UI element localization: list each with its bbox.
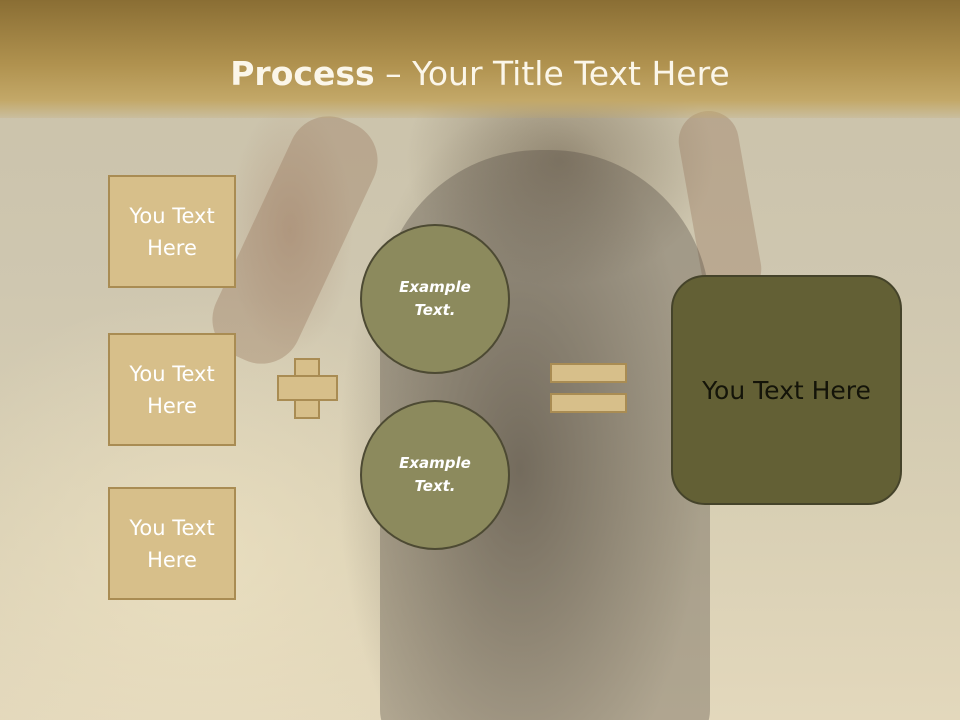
example-circle-1[interactable]: Example Text. — [360, 224, 510, 374]
input-box-1[interactable]: You Text Here — [108, 175, 236, 288]
input-box-2[interactable]: You Text Here — [108, 333, 236, 446]
result-box[interactable]: You Text Here — [671, 275, 902, 505]
input-box-label: You Text Here — [129, 361, 215, 418]
circle-label: Example Text. — [399, 278, 471, 319]
circle-label: Example Text. — [399, 454, 471, 495]
title-banner — [0, 0, 960, 118]
title-bold: Process — [230, 54, 375, 93]
input-box-label: You Text Here — [129, 515, 215, 572]
title-rest: – Your Title Text Here — [374, 54, 730, 93]
slide-title: Process – Your Title Text Here — [0, 52, 960, 96]
input-box-3[interactable]: You Text Here — [108, 487, 236, 600]
result-label: You Text Here — [702, 375, 871, 405]
input-box-label: You Text Here — [129, 203, 215, 260]
example-circle-2[interactable]: Example Text. — [360, 400, 510, 550]
